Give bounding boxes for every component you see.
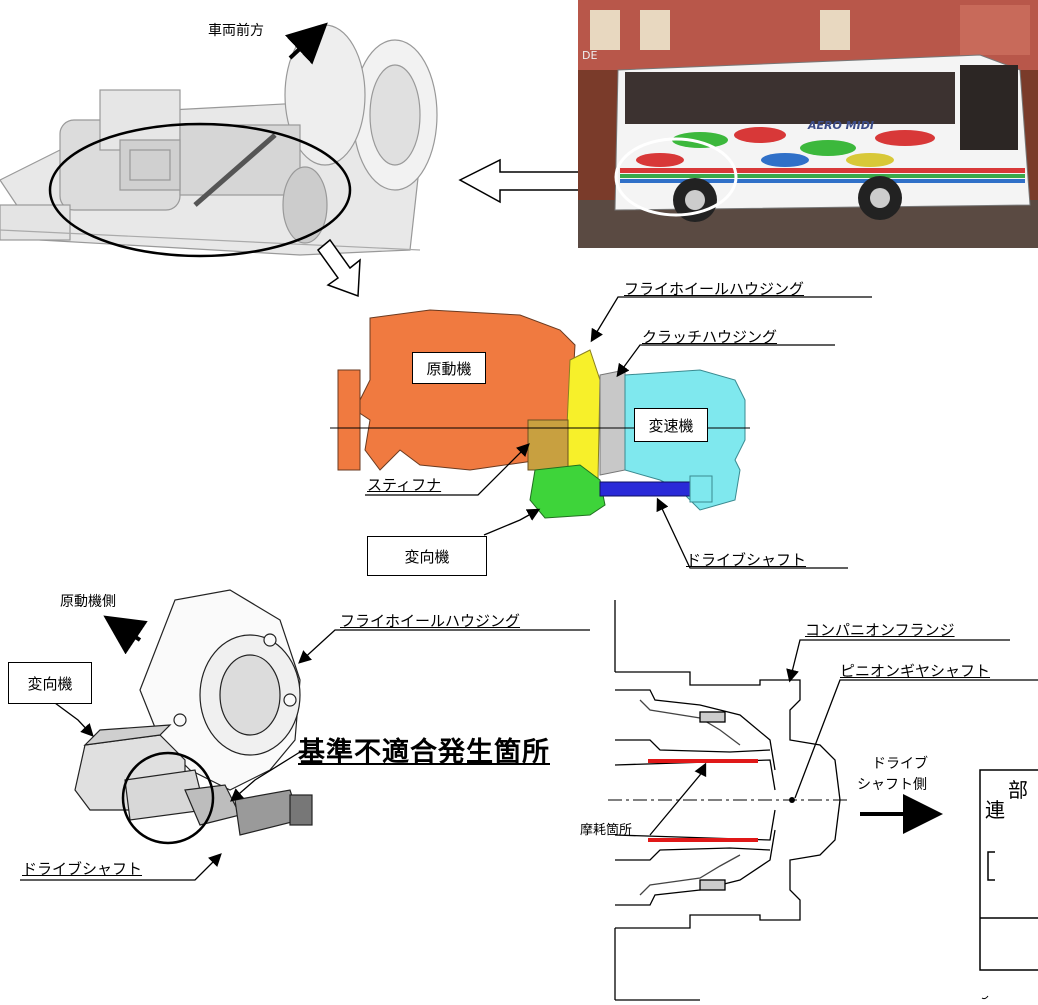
leader-flywheel: [590, 296, 872, 343]
label-wear-point: 摩耗箇所: [580, 823, 633, 838]
bus-photo: [578, 0, 1038, 248]
table-char-2: 連: [985, 798, 1005, 822]
driveshaft-shape: [599, 481, 691, 497]
leader-pinion: [794, 679, 1038, 799]
label-flywheel-housing: フライホイールハウジング: [624, 280, 805, 298]
center-dot: [789, 797, 795, 803]
leader-driveshaft-2: [20, 853, 222, 881]
bus-brand: AERO MIDI: [808, 119, 874, 132]
label-flywheel-housing-2: フライホイールハウジング: [340, 612, 521, 630]
bus-highlight-ellipse: [614, 137, 738, 217]
label-transmission: 変速機: [634, 408, 708, 442]
clutch-shape: [599, 369, 626, 476]
label-stiffener: スティフナ: [367, 476, 442, 494]
hollow-arrow-left: [458, 158, 581, 204]
leader-driveshaft: [656, 497, 848, 569]
label-clutch-housing: クラッチハウジング: [642, 328, 778, 346]
leader-flange: [786, 639, 1010, 683]
defect-title: 基準不適合発生箇所: [298, 737, 550, 768]
label-gearbox: 変向機: [367, 536, 487, 576]
leader-stiffener: [365, 443, 530, 496]
table-char-1: 部: [1008, 778, 1028, 802]
bus-sign: DE: [582, 49, 598, 62]
label-drive-side-2: シャフト側: [857, 777, 927, 793]
label-drive-side-1: ドライブ: [872, 756, 928, 772]
hollow-arrow-down: [316, 238, 361, 298]
label-drive-shaft: ドライブシャフト: [686, 551, 807, 569]
engine-pulley: [337, 369, 361, 471]
label-engine-side: 原動機側: [60, 594, 116, 610]
engine-shape: [354, 309, 576, 471]
leader-defect: [230, 751, 301, 802]
label-engine: 原動機: [412, 352, 486, 384]
partial-table: [979, 769, 1038, 971]
wear-strip-lower: [648, 838, 758, 842]
forward-arrow: [284, 22, 328, 65]
focus-ellipse: [48, 122, 352, 258]
label-pinion-shaft: ピニオンギヤシャフト: [840, 662, 991, 680]
label-gearbox-2: 変向機: [8, 662, 92, 704]
wear-strip-upper: [648, 759, 758, 763]
label-companion-flange: コンパニオンフランジ: [805, 621, 955, 639]
gearbox-shape: [529, 464, 606, 519]
leader-gearbox-2: [54, 702, 94, 737]
engine-side-arrow: [103, 615, 148, 655]
label-drive-shaft-2: ドライブシャフト: [22, 860, 143, 878]
leader-gearbox: [483, 508, 541, 536]
housing-drawing: [74, 589, 313, 836]
forward-label: 車両前方: [208, 23, 264, 39]
defect-circle: [121, 751, 215, 845]
cross-section: [614, 600, 841, 1001]
leader-housing: [298, 629, 590, 664]
leader-clutch: [616, 344, 835, 378]
chassis-sketch: [0, 24, 438, 256]
leader-wear: [649, 762, 707, 836]
